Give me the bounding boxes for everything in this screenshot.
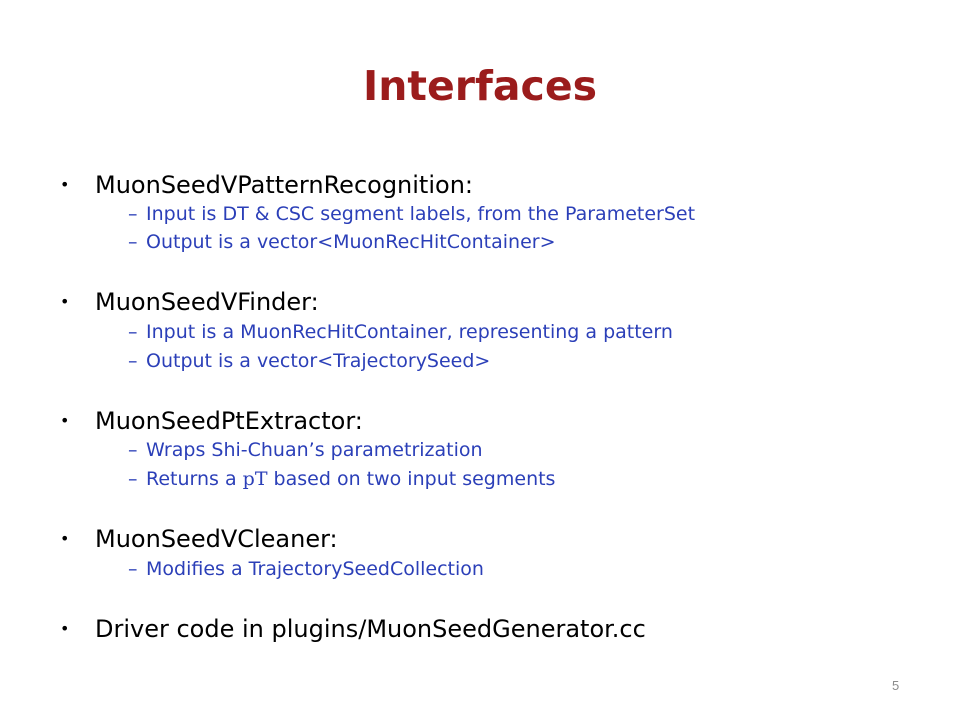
page-number: 5 bbox=[892, 678, 900, 693]
sub-item: –Wraps Shi-Chuan’s parametrization bbox=[128, 436, 483, 464]
sub-marker: – bbox=[128, 558, 138, 580]
sub-label: Output is a vector<TrajectorySeed> bbox=[146, 350, 491, 372]
sub-label: Modifies a TrajectorySeedCollection bbox=[146, 558, 484, 580]
sub-marker: – bbox=[128, 321, 138, 343]
sub-label-before: Returns a bbox=[146, 468, 243, 490]
sub-item: –Input is DT & CSC segment labels, from … bbox=[128, 200, 695, 228]
sub-label: Input is DT & CSC segment labels, from t… bbox=[146, 203, 696, 225]
sub-marker: – bbox=[128, 203, 138, 225]
sub-item: –Modifies a TrajectorySeedCollection bbox=[128, 555, 484, 583]
sub-marker: – bbox=[128, 439, 138, 461]
bullet-marker: • bbox=[60, 619, 70, 638]
bullet-item: • MuonSeedPtExtractor: bbox=[60, 406, 363, 436]
sub-marker: – bbox=[128, 468, 138, 490]
sub-item: –Returns a pT based on two input segment… bbox=[128, 465, 555, 493]
bullet-marker: • bbox=[60, 175, 70, 194]
bullet-label: MuonSeedPtExtractor: bbox=[95, 407, 363, 435]
bullet-marker: • bbox=[60, 411, 70, 430]
bullet-item: • MuonSeedVPatternRecognition: bbox=[60, 170, 473, 200]
sub-item: –Input is a MuonRecHitContainer, represe… bbox=[128, 318, 673, 346]
bullet-label: Driver code in plugins/MuonSeedGenerator… bbox=[95, 615, 646, 643]
bullet-item: • MuonSeedVFinder: bbox=[60, 287, 319, 317]
sub-label: Wraps Shi-Chuan’s parametrization bbox=[146, 439, 483, 461]
bullet-marker: • bbox=[60, 292, 70, 311]
sub-label: Input is a MuonRecHitContainer, represen… bbox=[146, 321, 673, 343]
sub-label: Output is a vector<MuonRecHitContainer> bbox=[146, 231, 556, 253]
bullet-item: • MuonSeedVCleaner: bbox=[60, 524, 338, 554]
bullet-marker: • bbox=[60, 529, 70, 548]
sub-marker: – bbox=[128, 350, 138, 372]
slide-title: Interfaces bbox=[362, 62, 598, 110]
bullet-item: • Driver code in plugins/MuonSeedGenerato… bbox=[60, 614, 646, 644]
bullet-label: MuonSeedVCleaner: bbox=[95, 525, 338, 553]
sub-item: –Output is a vector<TrajectorySeed> bbox=[128, 347, 490, 375]
bullet-label: MuonSeedVPatternRecognition: bbox=[95, 171, 473, 199]
pt-symbol: pT bbox=[242, 468, 268, 490]
sub-marker: – bbox=[128, 231, 138, 253]
bullet-label: MuonSeedVFinder: bbox=[95, 288, 319, 316]
sub-label-after: based on two input segments bbox=[267, 468, 556, 490]
sub-item: –Output is a vector<MuonRecHitContainer> bbox=[128, 228, 556, 256]
